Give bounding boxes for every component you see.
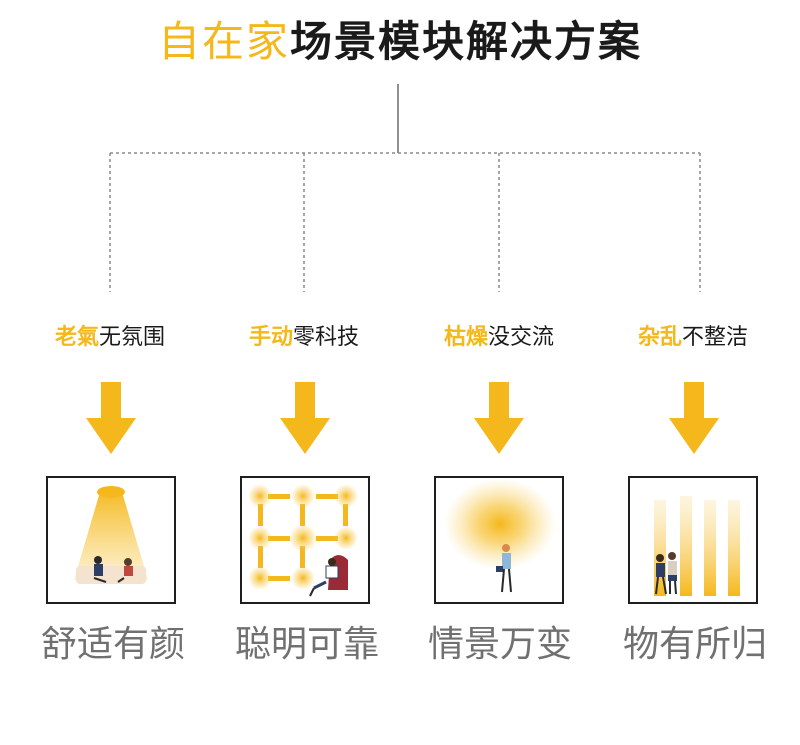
result-text: 聪明可靠 xyxy=(234,624,379,665)
light-bars-couple-scene-icon xyxy=(628,476,758,604)
light-grid-armchair-scene-icon xyxy=(240,476,370,604)
column-3-label: 枯燥没交流 xyxy=(414,322,584,354)
problem-label: 枯燥没交流 xyxy=(443,325,555,350)
page-title: 自在家场景模块解决方案 xyxy=(0,14,800,70)
down-arrow-icon xyxy=(669,382,719,454)
column-2-label: 手动零科技 xyxy=(219,322,389,354)
glow-woman-scene-icon xyxy=(434,476,564,604)
title-rest: 场景模块解决方案 xyxy=(290,17,643,66)
down-arrow-icon xyxy=(86,382,136,454)
result-text: 舒适有颜 xyxy=(40,624,185,665)
connector-tree xyxy=(109,84,701,292)
result-text: 情景万变 xyxy=(427,624,572,665)
down-arrow-icon xyxy=(474,382,524,454)
column-4-label: 杂乱不整洁 xyxy=(608,322,778,354)
problem-label: 手动零科技 xyxy=(248,325,360,350)
title-highlight: 自在家 xyxy=(157,17,290,66)
problem-label: 老氣无氛围 xyxy=(54,325,166,350)
spotlight-sofa-scene-icon xyxy=(46,476,176,604)
problem-label: 杂乱不整洁 xyxy=(637,325,749,350)
result-text: 物有所归 xyxy=(622,624,767,665)
column-1-label: 老氣无氛围 xyxy=(25,322,195,354)
down-arrow-icon xyxy=(280,382,330,454)
